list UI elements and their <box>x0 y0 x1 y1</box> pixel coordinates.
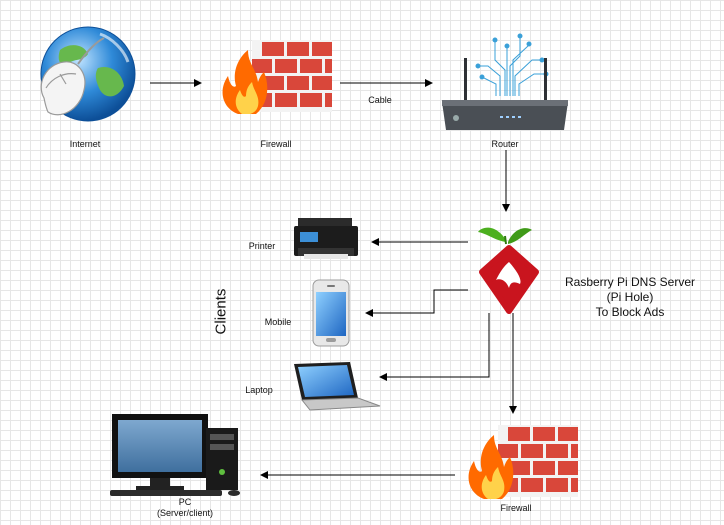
router-label: Router <box>491 139 519 149</box>
mobile-label: Mobile <box>264 317 292 327</box>
router-icon <box>442 33 568 130</box>
pihole-line3: To Block Ads <box>595 305 665 319</box>
pihole-icon <box>478 227 539 314</box>
connectors <box>150 79 517 479</box>
internet-label: Internet <box>69 139 101 149</box>
printer-icon <box>294 218 358 259</box>
edge-pihole-laptop <box>379 313 490 381</box>
internet-icon <box>40 26 136 122</box>
laptop-icon <box>294 362 381 411</box>
firewall-bottom-icon <box>468 425 578 499</box>
firewall-top-label: Firewall <box>260 139 292 149</box>
pihole-line1: Rasberry Pi DNS Server <box>564 275 696 289</box>
pihole-line2: (Pi Hole) <box>606 290 654 304</box>
printer-label: Printer <box>248 241 276 251</box>
pc-label: PC (Server/client) <box>140 497 230 519</box>
pc-label-line1: PC <box>178 497 192 507</box>
mobile-icon <box>312 279 350 347</box>
pc-icon <box>110 414 240 496</box>
pihole-description: Rasberry Pi DNS Server (Pi Hole) To Bloc… <box>555 275 705 320</box>
pc-label-line2: (Server/client) <box>156 508 213 518</box>
laptop-label: Laptop <box>245 385 273 395</box>
firewall-bottom-label: Firewall <box>500 503 532 513</box>
firewall-top-icon <box>222 40 332 114</box>
clients-group-label: Clients <box>212 288 230 335</box>
cable-label: Cable <box>368 95 392 105</box>
edge-pihole-mobile <box>365 289 468 317</box>
